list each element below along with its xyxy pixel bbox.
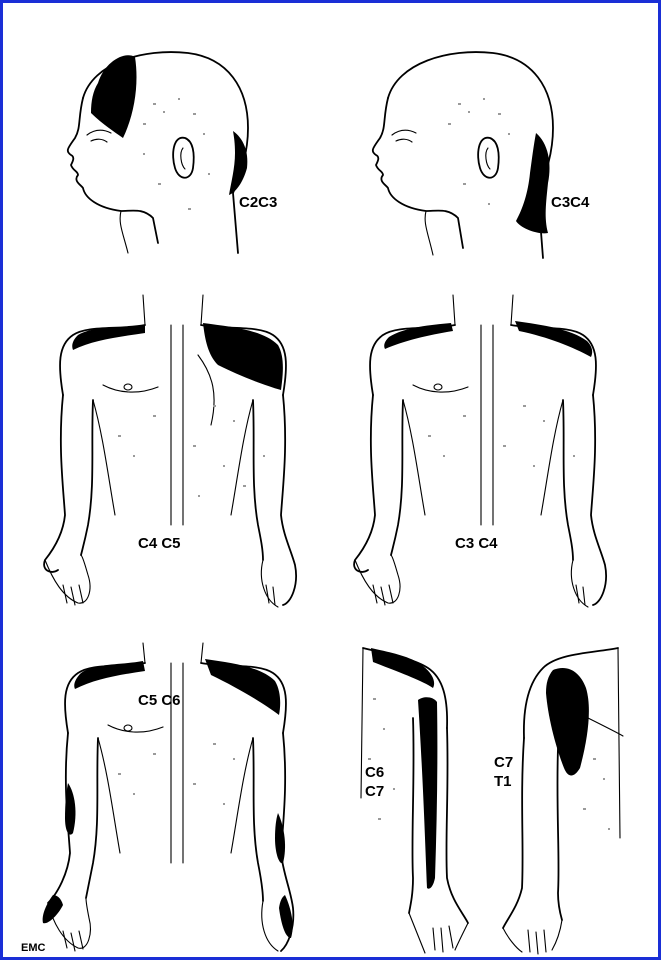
torso-left-label: C4 C5 bbox=[138, 536, 181, 551]
head-left-label: C2C3 bbox=[239, 195, 277, 210]
head-left-panel bbox=[43, 43, 303, 273]
torso-left-panel bbox=[33, 285, 323, 625]
head-left-illustration bbox=[43, 43, 303, 273]
arm-lower-middle-panel bbox=[343, 638, 483, 958]
arm-lower-right-label-bottom: T1 bbox=[494, 774, 512, 789]
arm-lower-middle-label-top: C6 bbox=[365, 765, 384, 780]
torso-lower-left-panel bbox=[23, 633, 313, 958]
torso-right-illustration bbox=[343, 285, 633, 625]
head-right-panel bbox=[358, 43, 618, 273]
torso-right-label: C3 C4 bbox=[455, 536, 498, 551]
arm-lower-right-illustration bbox=[498, 638, 638, 958]
arm-lower-right-label-top: C7 bbox=[494, 755, 513, 770]
torso-left-illustration bbox=[33, 285, 323, 625]
head-right-illustration bbox=[358, 43, 618, 273]
torso-lower-left-label: C5 C6 bbox=[138, 693, 181, 708]
head-right-label: C3C4 bbox=[551, 195, 589, 210]
arm-lower-middle-label-bottom: C7 bbox=[365, 784, 384, 799]
torso-lower-left-illustration bbox=[23, 633, 313, 958]
torso-right-panel bbox=[343, 285, 633, 625]
arm-lower-right-panel bbox=[498, 638, 638, 958]
arm-lower-middle-illustration bbox=[343, 638, 483, 958]
corner-mark: EMC bbox=[21, 943, 45, 954]
